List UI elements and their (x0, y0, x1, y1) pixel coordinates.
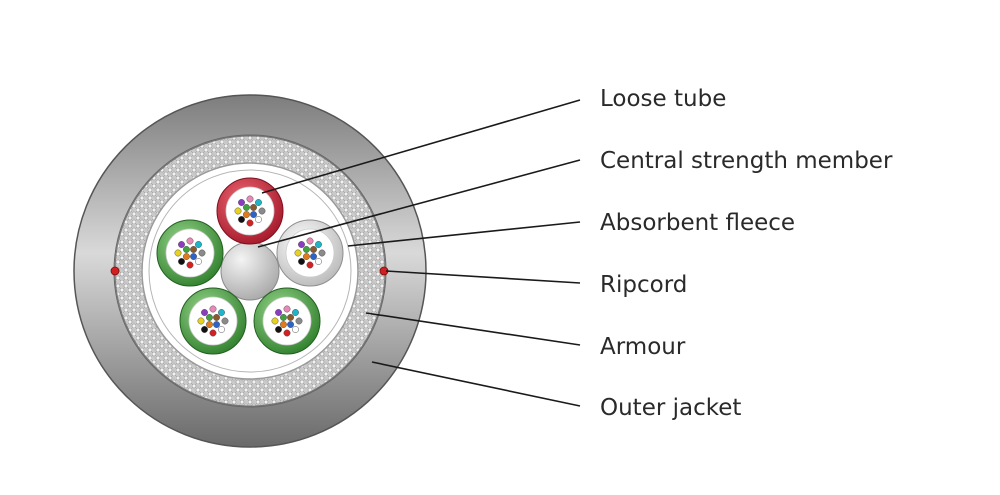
optical-fiber (287, 314, 294, 321)
optical-fiber (303, 246, 310, 253)
optical-fiber (218, 326, 225, 333)
optical-fiber (298, 241, 305, 248)
leader-line-outer-jacket (371, 361, 581, 407)
ripcord-left (110, 266, 120, 276)
label-armour: Armour (600, 334, 686, 360)
loose-tube-green-bottom-left (179, 287, 247, 355)
optical-fiber (186, 237, 194, 245)
leader-lines (257, 99, 581, 407)
optical-fiber (255, 199, 262, 206)
label-loose-tube: Loose tube (600, 86, 727, 112)
leader-line-central-strength-member (257, 159, 581, 248)
central-strength-member (220, 241, 280, 301)
loose-tube-white (276, 219, 344, 287)
loose-tube-green-left (156, 219, 224, 287)
optical-fiber (186, 261, 194, 269)
optical-fiber (280, 321, 287, 328)
optical-fiber (174, 249, 182, 257)
optical-fiber (206, 321, 213, 328)
optical-fiber (310, 246, 317, 253)
optical-fiber (283, 329, 291, 337)
optical-fiber (195, 241, 202, 248)
optical-fiber (258, 207, 266, 215)
optical-fiber (250, 211, 257, 218)
optical-fiber (243, 211, 250, 218)
optical-fiber (197, 317, 205, 325)
optical-fiber (283, 305, 291, 313)
leader-line-ripcord (385, 270, 581, 284)
optical-fiber (209, 329, 217, 337)
optical-fiber (318, 249, 326, 257)
optical-fiber (178, 241, 185, 248)
optical-fiber (190, 253, 197, 260)
label-absorbent-fleece: Absorbent fleece (600, 210, 796, 236)
optical-fiber (303, 253, 310, 260)
optical-fiber (218, 309, 225, 316)
optical-fiber (243, 204, 250, 211)
optical-fiber (275, 309, 282, 316)
leader-line-loose-tube (261, 99, 581, 194)
optical-fiber (178, 258, 185, 265)
optical-fiber (190, 246, 197, 253)
optical-fiber (246, 195, 254, 203)
label-central-strength-member: Central strength member (600, 148, 893, 174)
optical-fiber (183, 246, 190, 253)
optical-fiber (255, 216, 262, 223)
optical-fiber (213, 321, 220, 328)
optical-fiber (195, 258, 202, 265)
label-ripcord: Ripcord (600, 272, 688, 298)
optical-fiber (287, 321, 294, 328)
optical-fiber (306, 237, 314, 245)
optical-fiber (206, 314, 213, 321)
optical-fiber (310, 253, 317, 260)
loose-tube-green-bottom-right (253, 287, 321, 355)
optical-fiber (201, 326, 208, 333)
leader-line-absorbent-fleece (347, 221, 581, 247)
optical-fiber (183, 253, 190, 260)
optical-fiber (238, 216, 245, 223)
leader-line-armour (365, 312, 581, 346)
optical-fiber (298, 258, 305, 265)
optical-fiber (280, 314, 287, 321)
optical-fiber (209, 305, 217, 313)
optical-fiber (294, 249, 302, 257)
optical-fiber (271, 317, 279, 325)
optical-fiber (201, 309, 208, 316)
label-outer-jacket: Outer jacket (600, 395, 742, 421)
optical-fiber (292, 309, 299, 316)
optical-fiber (221, 317, 229, 325)
loose-tube-red (216, 177, 284, 245)
optical-fiber (306, 261, 314, 269)
optical-fiber (250, 204, 257, 211)
optical-fiber (315, 258, 322, 265)
optical-fiber (246, 219, 254, 227)
optical-fiber (213, 314, 220, 321)
optical-fiber (238, 199, 245, 206)
optical-fiber (295, 317, 303, 325)
optical-fiber (292, 326, 299, 333)
optical-fiber (198, 249, 206, 257)
optical-fiber (315, 241, 322, 248)
optical-fiber (275, 326, 282, 333)
optical-fiber (234, 207, 242, 215)
